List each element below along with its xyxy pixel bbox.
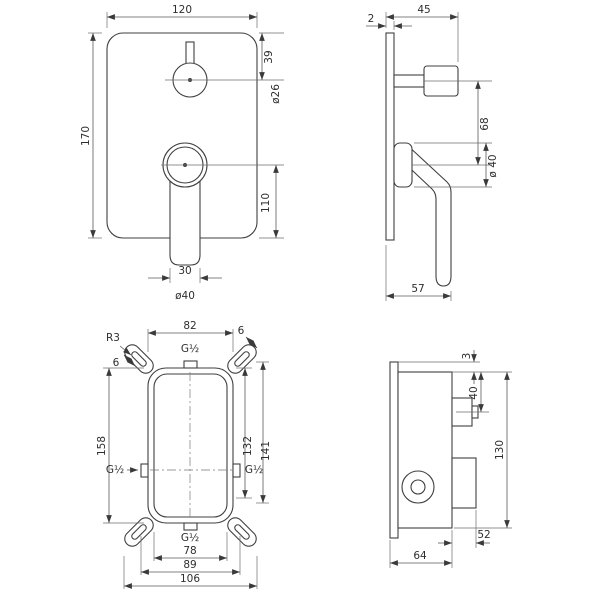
dim-width-ports: 89 [140, 536, 241, 575]
dim-label-flange-thickness: 3 [461, 353, 473, 360]
label-port-right: G½ [245, 464, 263, 476]
dim-line [245, 336, 258, 349]
port-right [232, 463, 241, 478]
dim-label-plate-thickness: 2 [368, 13, 375, 25]
dim-label-port-depth: 52 [477, 529, 490, 541]
dim-line [123, 354, 136, 367]
port-bottom [183, 522, 198, 531]
dim-label-port-top-offset: 40 [468, 386, 480, 399]
dim-label-box-outer-height: 141 [260, 441, 272, 461]
port-top [183, 360, 198, 369]
dim-side-depth: 45 [385, 4, 459, 62]
dim-label-slot-width-right: 6 [238, 325, 245, 337]
dim-label-knob-offset: 39 [263, 50, 275, 63]
mounting-ear-top-right [227, 344, 257, 374]
port-left-label: G½ [106, 464, 124, 476]
ear-tab [124, 517, 154, 547]
port-bottom-label: G½ [181, 532, 199, 544]
ear-tab [227, 517, 257, 547]
dim-lever-offset: 110 [161, 164, 284, 239]
ear-tab [124, 344, 154, 374]
dim-label-handle-reach: 57 [411, 283, 424, 295]
port-left [140, 463, 149, 478]
dim-sidebox-depth: 64 [389, 540, 452, 568]
sidebox-circle-inner [410, 479, 426, 495]
ear-tab [227, 344, 257, 374]
dim-label-sidebox-depth: 64 [413, 550, 427, 562]
dim-slot-width-left: 6 [113, 354, 136, 369]
sidebox-flange [389, 361, 399, 539]
label-handle-diameter: ø40 [175, 290, 195, 302]
dim-width-inner: 78 [153, 532, 228, 561]
dim-width-ears: 106 [123, 556, 258, 589]
dim-label-lever-offset: 110 [260, 193, 272, 213]
trim-front-view: 120 170 39 ø26 110 30 ø40 [80, 4, 284, 302]
dim-knob-to-lever: 68 [412, 80, 492, 166]
port-top-label: G½ [181, 343, 199, 355]
dim-escutcheon-dia: ø 40 [414, 142, 499, 188]
dim-box-inner-height: 132 [236, 367, 254, 499]
sidebox-port-lower [451, 457, 477, 509]
trim-side-view: 45 2 68 ø 40 57 [366, 4, 499, 301]
dim-trim-height: 170 [80, 32, 102, 239]
label-port-left: G½ [106, 464, 138, 476]
label-knob-diameter: ø26 [270, 84, 282, 104]
box-front-view: 82 6 R3 6 G½ 158 132 [96, 320, 272, 589]
dim-label-width-ears: 106 [180, 573, 200, 585]
ear-slot [234, 351, 250, 367]
dim-sidebox-height: 130 [454, 372, 512, 529]
label-corner-radius: R3 [106, 332, 132, 356]
port-right-label: G½ [245, 464, 263, 476]
leader-line [119, 345, 132, 356]
box-inner-outline [153, 373, 228, 518]
side-plate [385, 32, 395, 241]
dim-handle-width: 30 [148, 265, 222, 283]
mounting-ear-top-left [124, 344, 154, 374]
mounting-ear-bottom-right [227, 517, 257, 547]
side-escutcheon [393, 142, 413, 188]
label-port-top: G½ [181, 343, 199, 355]
dim-box-height: 158 [96, 367, 144, 524]
dim-label-escutcheon-dia: ø 40 [487, 154, 499, 177]
sidebox-circle-outer [401, 470, 435, 504]
ear-slot [131, 351, 147, 367]
dim-plate-thickness: 2 [366, 13, 412, 30]
dim-label-width-ports: 89 [183, 559, 196, 571]
dim-label-width-inner: 78 [183, 545, 196, 557]
dim-box-width: 82 [147, 320, 234, 352]
mounting-ear-bottom-left [124, 517, 154, 547]
side-knob-stem [393, 74, 425, 88]
dim-label-knob-to-lever: 68 [479, 117, 491, 130]
dim-box-outer-height: 141 [256, 361, 272, 504]
box-outer-outline [147, 367, 234, 524]
dim-label-slot-width-left: 6 [113, 357, 120, 369]
ear-slot [131, 524, 147, 540]
dim-label-side-depth: 45 [417, 4, 430, 16]
dim-slot-width-right: 6 [238, 325, 258, 349]
dim-label-box-width: 82 [183, 320, 196, 332]
ear-slot [234, 524, 250, 540]
label-port-bottom: G½ [181, 532, 199, 544]
dim-label-trim-height: 170 [80, 126, 92, 146]
dim-handle-reach: 57 [385, 245, 452, 301]
dim-label-handle-width: 30 [178, 265, 191, 277]
dim-label-box-height: 158 [96, 436, 108, 456]
corner-radius-label: R3 [106, 332, 120, 344]
dim-port-top-offset: 40 [456, 372, 489, 413]
dim-label-sidebox-height: 130 [494, 440, 506, 460]
dim-knob-offset: 39 [165, 32, 284, 81]
dim-port-depth: 52 [438, 510, 491, 568]
sidebox-body [397, 371, 453, 529]
dim-label-box-inner-height: 132 [242, 436, 254, 456]
box-side-view: 3 40 130 52 64 [389, 350, 512, 568]
dim-trim-width: 120 [106, 4, 258, 28]
dim-label-trim-width: 120 [172, 4, 192, 16]
